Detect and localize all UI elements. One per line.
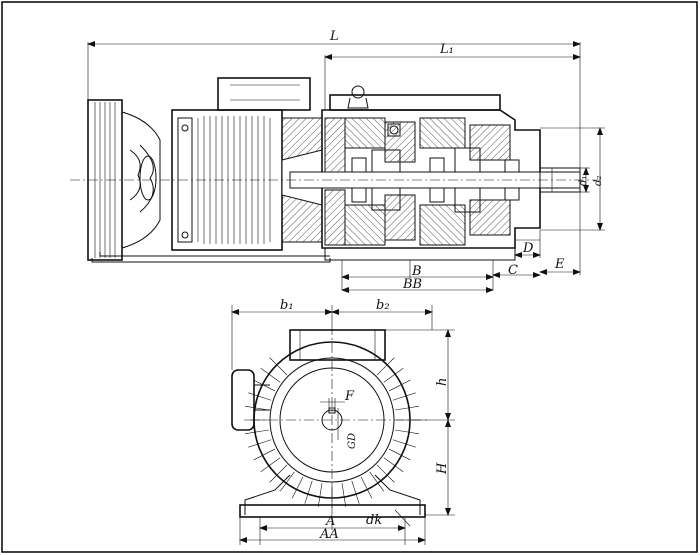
cooling-fin (383, 368, 404, 383)
label-B: B (411, 264, 422, 279)
label-H: H (435, 462, 450, 475)
cooling-fin (245, 429, 269, 435)
base-foot (324, 247, 516, 261)
terminal-box (217, 77, 311, 111)
cooling-fin (253, 448, 276, 461)
side-view: L L₁ d₁ d₂ D E C B BB (70, 29, 605, 293)
label-C: C (508, 263, 518, 278)
cooling-fin (369, 471, 384, 492)
cooling-fin (341, 483, 347, 507)
label-h: h (435, 378, 450, 386)
cooling-fin (280, 471, 295, 492)
lifting-eye (351, 85, 365, 99)
label-d1: d₁ (578, 176, 589, 186)
label-GD: GD (347, 433, 358, 449)
cooling-fin (360, 476, 373, 499)
front-base (239, 504, 426, 518)
label-BB: BB (402, 277, 422, 292)
cooling-fin (269, 357, 287, 375)
front-view: b₁ b₂ h H F GD A AA dk (231, 298, 455, 545)
cooling-fin (383, 457, 404, 472)
label-AA: AA (319, 527, 339, 542)
label-F: F (344, 389, 355, 404)
cooling-fin (248, 392, 272, 401)
cooling-fin (388, 379, 411, 392)
cooling-fin (395, 405, 419, 411)
cooling-fin (392, 439, 416, 448)
cooling-fin (351, 480, 360, 504)
cooling-fin (395, 429, 419, 435)
cooling-fin (260, 457, 281, 472)
cooling-fin (245, 405, 269, 411)
cooling-fin (392, 392, 416, 401)
cooling-fin (291, 476, 304, 499)
label-L1: L₁ (439, 42, 454, 57)
cooling-fin (388, 448, 411, 461)
cooling-fin (253, 379, 276, 392)
cooling-fin (317, 483, 323, 507)
cooling-fin (269, 465, 287, 483)
label-A: A (325, 514, 335, 529)
motor-body (171, 77, 323, 251)
cooling-fin (260, 368, 281, 383)
cooling-fin (377, 465, 395, 483)
base-pipe (91, 258, 331, 263)
gearbox-housing (321, 85, 541, 249)
label-dk: dk (366, 513, 382, 528)
label-E: E (554, 257, 565, 272)
handwheel (231, 369, 255, 431)
label-b1: b₁ (280, 298, 294, 313)
label-L: L (329, 29, 339, 44)
label-D: D (522, 241, 534, 256)
fan-cover (87, 99, 161, 261)
cooling-fin (377, 357, 395, 375)
label-b2: b₂ (376, 298, 390, 313)
cooling-fin (304, 480, 313, 504)
label-d2: d₂ (593, 176, 604, 186)
cooling-fin (248, 439, 272, 448)
